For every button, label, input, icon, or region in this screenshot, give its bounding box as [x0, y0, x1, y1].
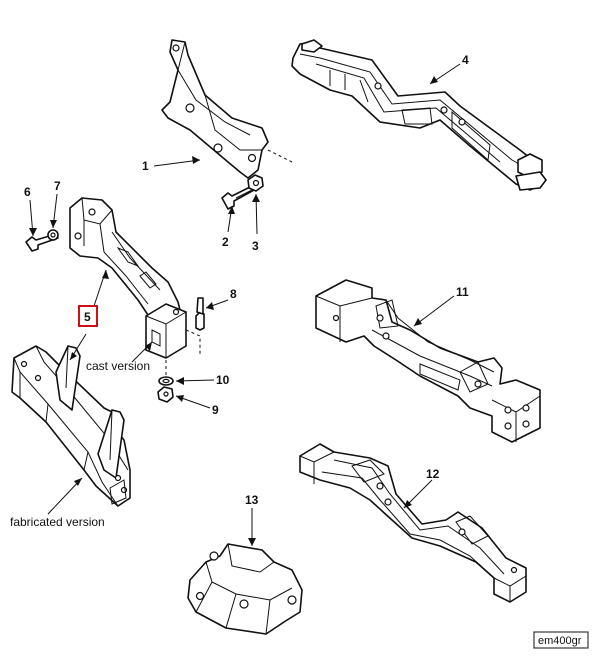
part-13-mount	[187, 543, 303, 635]
callout-3: 3	[252, 239, 259, 253]
callout-11: 11	[456, 285, 469, 299]
part-9-nut	[157, 386, 174, 403]
part-11-crossmember	[315, 279, 541, 443]
callout-10: 10	[216, 373, 230, 387]
figure-code: em400gr	[538, 635, 582, 647]
callout-8: 8	[230, 287, 237, 301]
callout-5: 5	[84, 310, 91, 324]
part-5-cast-version	[69, 197, 201, 359]
part-4-crossmember	[291, 39, 547, 191]
callout-12: 12	[426, 467, 440, 481]
callout-2: 2	[222, 235, 229, 249]
part-8-bolt	[195, 297, 205, 331]
callout-9: 9	[212, 403, 219, 417]
part-7-washer	[47, 229, 59, 241]
part-3-nut	[247, 174, 264, 192]
callout-5-highlight-box	[78, 305, 98, 327]
part-5-fabricated-version	[11, 345, 131, 507]
part-1-bracket	[161, 39, 293, 179]
part-10-washer	[158, 376, 174, 386]
callout-4: 4	[462, 53, 469, 67]
callout-7: 7	[54, 179, 61, 193]
callout-1: 1	[142, 159, 149, 173]
callout-6: 6	[24, 185, 31, 199]
callout-13: 13	[245, 493, 259, 507]
part-2-bolt	[221, 185, 255, 210]
leader-lines	[29, 63, 461, 546]
part-12-crossmember	[299, 443, 527, 603]
caption-cast-version: cast version	[86, 359, 150, 373]
caption-fabricated-version: fabricated version	[10, 515, 105, 529]
figure-code-box	[533, 631, 589, 649]
